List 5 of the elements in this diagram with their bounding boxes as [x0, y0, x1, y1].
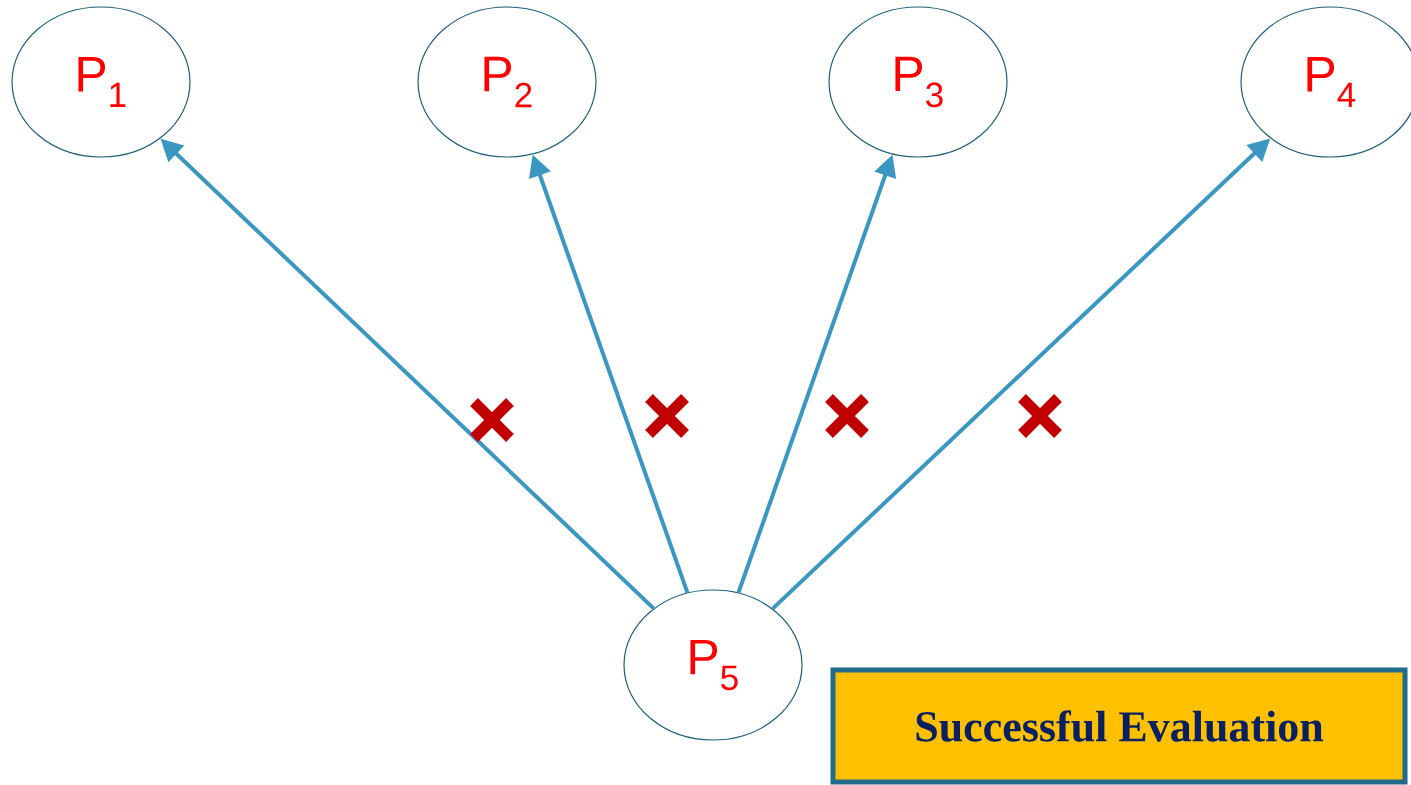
label-box: Successful Evaluation — [830, 667, 1408, 785]
ellipse-node: P$_{2}$ — [417, 6, 597, 158]
ellipse-node: P$_{5}$ — [623, 589, 803, 741]
ellipse-node: P$_{3}$ — [828, 6, 1008, 158]
ellipse-node: P$_{1}$ — [11, 6, 191, 158]
